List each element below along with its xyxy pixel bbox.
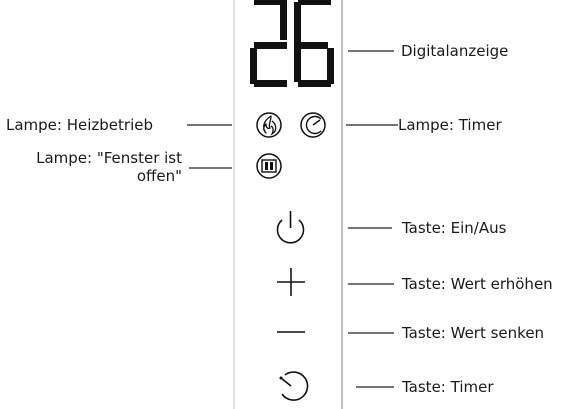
label-taste-ein-aus: Taste: Ein/Aus (402, 219, 507, 237)
label-digitalanzeige: Digitalanzeige (401, 42, 509, 60)
flame-icon (256, 112, 282, 138)
power-icon[interactable] (276, 211, 305, 244)
label-lampe-fenster-line1: Lampe: "Fenster ist (36, 149, 182, 167)
label-lampe-heizbetrieb: Lampe: Heizbetrieb (6, 116, 153, 134)
display-digit-6 (294, 0, 334, 87)
timer-lamp-icon (300, 112, 326, 138)
window-open-icon (256, 153, 282, 179)
label-taste-wert-senken: Taste: Wert senken (402, 324, 545, 342)
timer-icon[interactable] (279, 371, 309, 401)
label-lampe-fenster-line2: offen" (136, 167, 182, 185)
label-lampe-timer: Lampe: Timer (398, 116, 502, 134)
digital-display (250, 0, 334, 87)
label-lampe-fenster-offen: Lampe: "Fenster ist offen" (12, 149, 182, 185)
label-taste-wert-erhoehen: Taste: Wert erhöhen (402, 275, 553, 293)
display-digit-2 (250, 0, 287, 87)
label-taste-timer: Taste: Timer (402, 378, 494, 396)
plus-icon[interactable] (277, 268, 305, 296)
